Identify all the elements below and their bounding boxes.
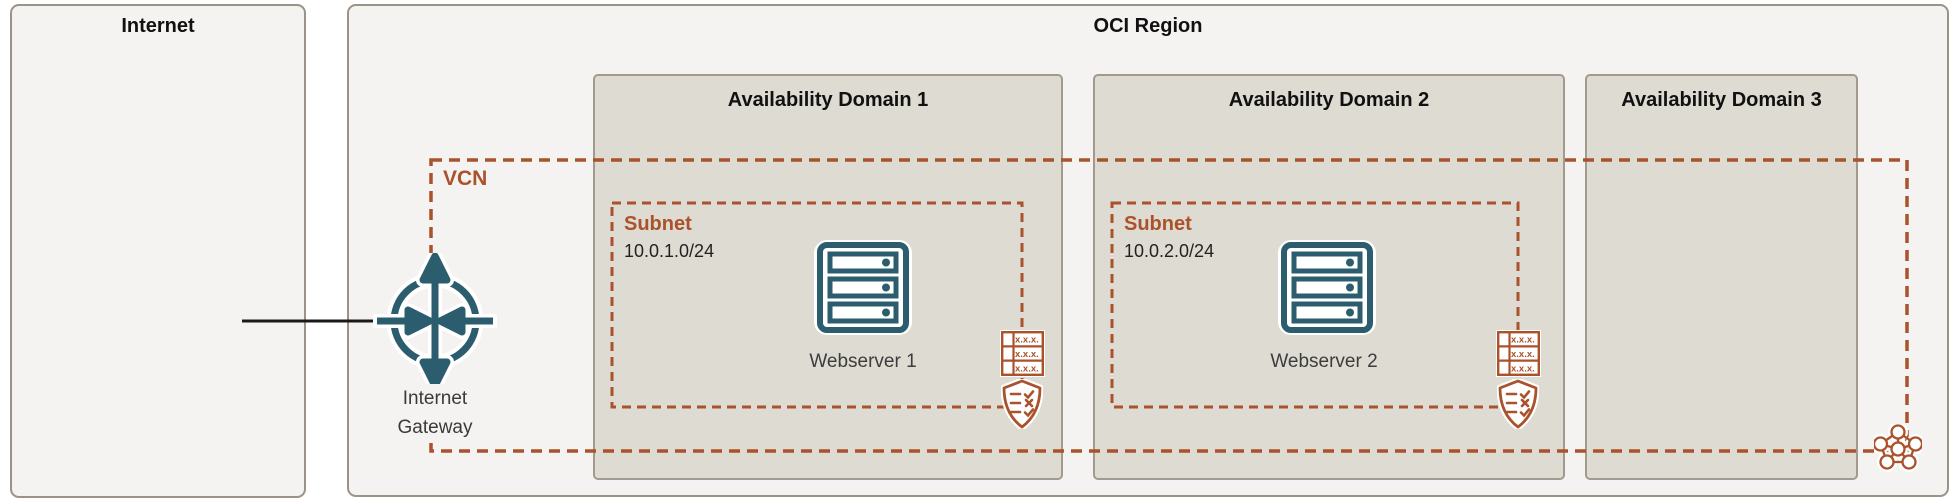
webserver-2-label: Webserver 2 <box>1270 351 1378 372</box>
security-list-icon-2 <box>1497 379 1539 429</box>
internet-gateway-label-line2: Gateway <box>397 417 473 438</box>
availability-domain-3-title: Availability Domain 3 <box>1621 89 1822 111</box>
internet-box: Internet <box>10 4 306 498</box>
availability-domain-2-title: Availability Domain 2 <box>1228 89 1430 111</box>
route-table-cell-text: x.x.x. <box>1511 363 1535 374</box>
route-table-icon-1: x.x.x. x.x.x. x.x.x. <box>1000 330 1045 377</box>
webserver-1-label: Webserver 1 <box>809 351 917 372</box>
route-table-cell-text: x.x.x. <box>1511 349 1535 360</box>
internet-gateway-label-line1: Internet <box>402 388 468 409</box>
route-table-cell-text: x.x.x. <box>1015 335 1039 346</box>
subnet-2-cidr: 10.0.2.0/24 <box>1124 241 1215 261</box>
subnet-1-label: Subnet <box>624 213 692 235</box>
internet-gateway-icon <box>373 253 497 389</box>
internet-title: Internet <box>121 15 195 37</box>
route-table-icon-2: x.x.x. x.x.x. x.x.x. <box>1496 330 1541 377</box>
oci-region-title: OCI Region <box>1093 15 1203 37</box>
availability-domain-3-box: Availability Domain 3 <box>1585 74 1858 480</box>
security-list-icon-1 <box>1001 379 1043 429</box>
subnet-1-cidr: 10.0.1.0/24 <box>624 241 715 261</box>
subnet-2-label: Subnet <box>1124 213 1192 235</box>
server-icon-webserver-1 <box>814 240 912 335</box>
availability-domain-1-title: Availability Domain 1 <box>727 89 929 111</box>
route-table-cell-text: x.x.x. <box>1511 335 1535 346</box>
route-table-cell-text: x.x.x. <box>1015 363 1039 374</box>
vcn-label: VCN <box>443 167 488 190</box>
server-icon-webserver-2 <box>1278 240 1376 335</box>
vcn-icon <box>1874 424 1922 472</box>
internet-gateway-label: Internet Gateway <box>374 384 496 442</box>
route-table-cell-text: x.x.x. <box>1015 349 1039 360</box>
